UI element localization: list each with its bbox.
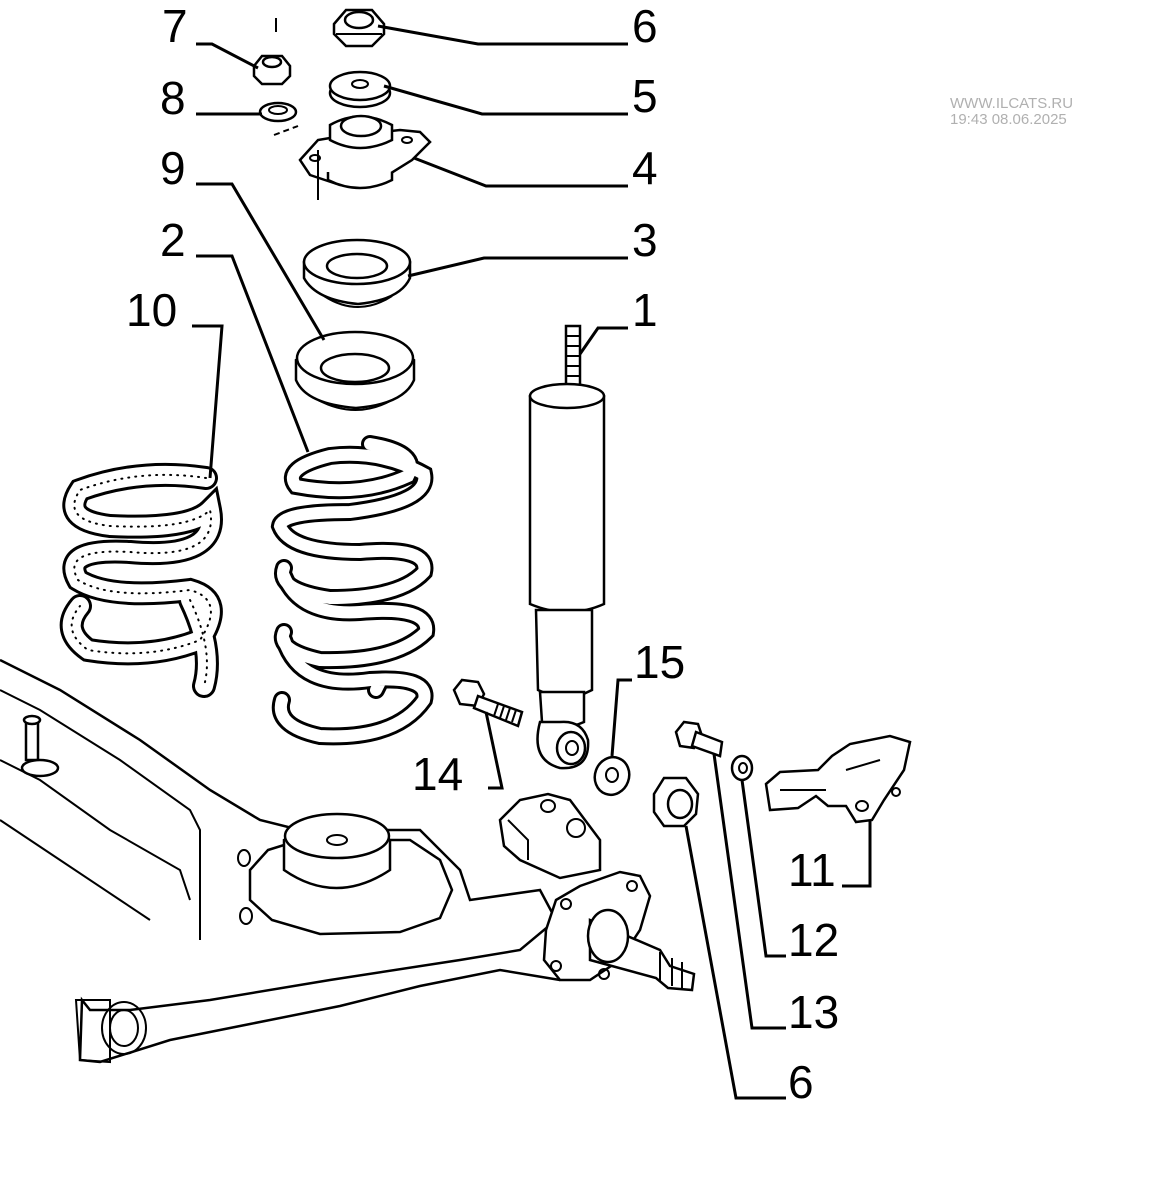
spring-washer-part-8[interactable]	[258, 101, 299, 136]
callout-8: 8	[160, 72, 186, 124]
top-mount-part-4[interactable]	[298, 114, 432, 200]
shock-absorber-part-1[interactable]	[528, 324, 606, 770]
watermark-timestamp: 19:43 08.06.2025	[950, 111, 1067, 128]
coil-spring-part-10[interactable]	[59, 462, 223, 698]
callout-11: 11	[788, 844, 836, 896]
nut-part-6-lower[interactable]	[652, 776, 700, 828]
callout-2: 2	[160, 214, 186, 266]
callout-5: 5	[632, 70, 658, 122]
shock-lower-mount	[498, 792, 602, 880]
bracket-part-11[interactable]	[764, 734, 912, 824]
callout-3: 3	[632, 214, 658, 266]
callout-6-bottom: 6	[788, 1056, 814, 1108]
top-nut-part-6[interactable]	[332, 8, 386, 48]
hub-stub-axle	[542, 870, 696, 992]
spring-seat-part-9[interactable]	[294, 330, 416, 411]
callout-9: 9	[160, 142, 186, 194]
rear-axle-beam	[0, 658, 561, 1064]
spring-tower	[237, 812, 454, 936]
nut-part-7[interactable]	[252, 18, 292, 86]
leader-lines	[192, 24, 872, 1100]
callout-4: 4	[632, 142, 658, 194]
stud-left	[20, 714, 60, 778]
callout-14: 14	[412, 748, 463, 800]
rubber-pad-part-3[interactable]	[302, 238, 412, 308]
coil-spring-part-2[interactable]	[270, 435, 436, 746]
washer-part-5[interactable]	[328, 70, 392, 109]
bolt-part-13[interactable]	[674, 720, 724, 758]
watermark-site: WWW.ILCATS.RU	[950, 95, 1073, 112]
callout-7: 7	[162, 0, 188, 52]
callout-12: 12	[788, 914, 839, 966]
washer-part-12[interactable]	[730, 754, 754, 782]
bolt-part-14[interactable]	[452, 678, 524, 728]
callout-6-top: 6	[632, 0, 658, 52]
callout-13: 13	[788, 986, 839, 1038]
callout-10: 10	[126, 284, 177, 336]
callout-15: 15	[634, 636, 685, 688]
washer-part-15[interactable]	[590, 752, 635, 799]
callout-1: 1	[632, 284, 658, 336]
